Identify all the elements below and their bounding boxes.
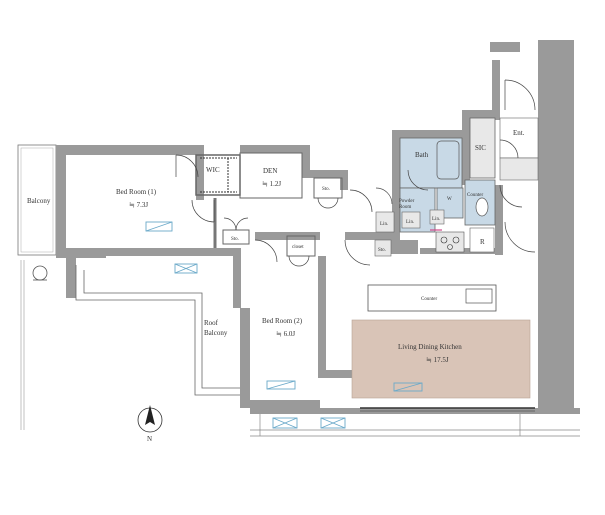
north-label: N (147, 435, 152, 443)
bedroom1-name: Bed Room (1) (116, 188, 157, 196)
bedroom2-area: ≒ 6.0J (276, 330, 295, 338)
window-markers (145, 221, 423, 429)
doors (175, 79, 536, 267)
den-name: DEN (263, 167, 277, 175)
sic-room (469, 117, 496, 179)
closet-label: closet (292, 245, 304, 250)
washing-machine-label: W (447, 197, 452, 202)
counter-label: Counter (421, 297, 437, 302)
interior-walls (195, 117, 539, 312)
den-area: ≒ 1.2J (262, 180, 281, 188)
bedroom2-name: Bed Room (2) (262, 317, 303, 325)
balcony-area (17, 144, 57, 430)
balcony-label: Balcony (27, 197, 51, 205)
storage-label-kitchen: Sto. (378, 248, 386, 253)
north-arrow-icon (145, 405, 155, 425)
linen-label-2: Lin. (406, 220, 414, 225)
entrance-label: Ent. (513, 129, 525, 137)
sic-label: SIC (475, 144, 486, 152)
counter-small-label: Counter (467, 193, 483, 198)
ac-unit-icon (32, 265, 48, 281)
stove-icon (435, 231, 465, 253)
ldk-area: ≒ 17.5J (426, 356, 449, 364)
bath-room (399, 137, 463, 189)
bath-label: Bath (415, 151, 429, 159)
roof-balcony-area (75, 265, 240, 396)
storage-label-bedroom1: Sto. (231, 237, 239, 242)
refrigerator-label: R (480, 238, 485, 246)
north-compass: N (137, 405, 163, 443)
bottom-balcony (250, 407, 580, 437)
wic-label: WIC (206, 166, 220, 174)
storage-label-den: Sto. (322, 187, 330, 192)
ldk-floor (351, 319, 531, 399)
linen-label-3: Lin. (432, 217, 440, 222)
bedroom1-area: ≒ 7.3J (129, 201, 148, 209)
ldk-name: Living Dining Kitchen (398, 343, 462, 351)
linen-label-1: Lin. (380, 222, 388, 227)
